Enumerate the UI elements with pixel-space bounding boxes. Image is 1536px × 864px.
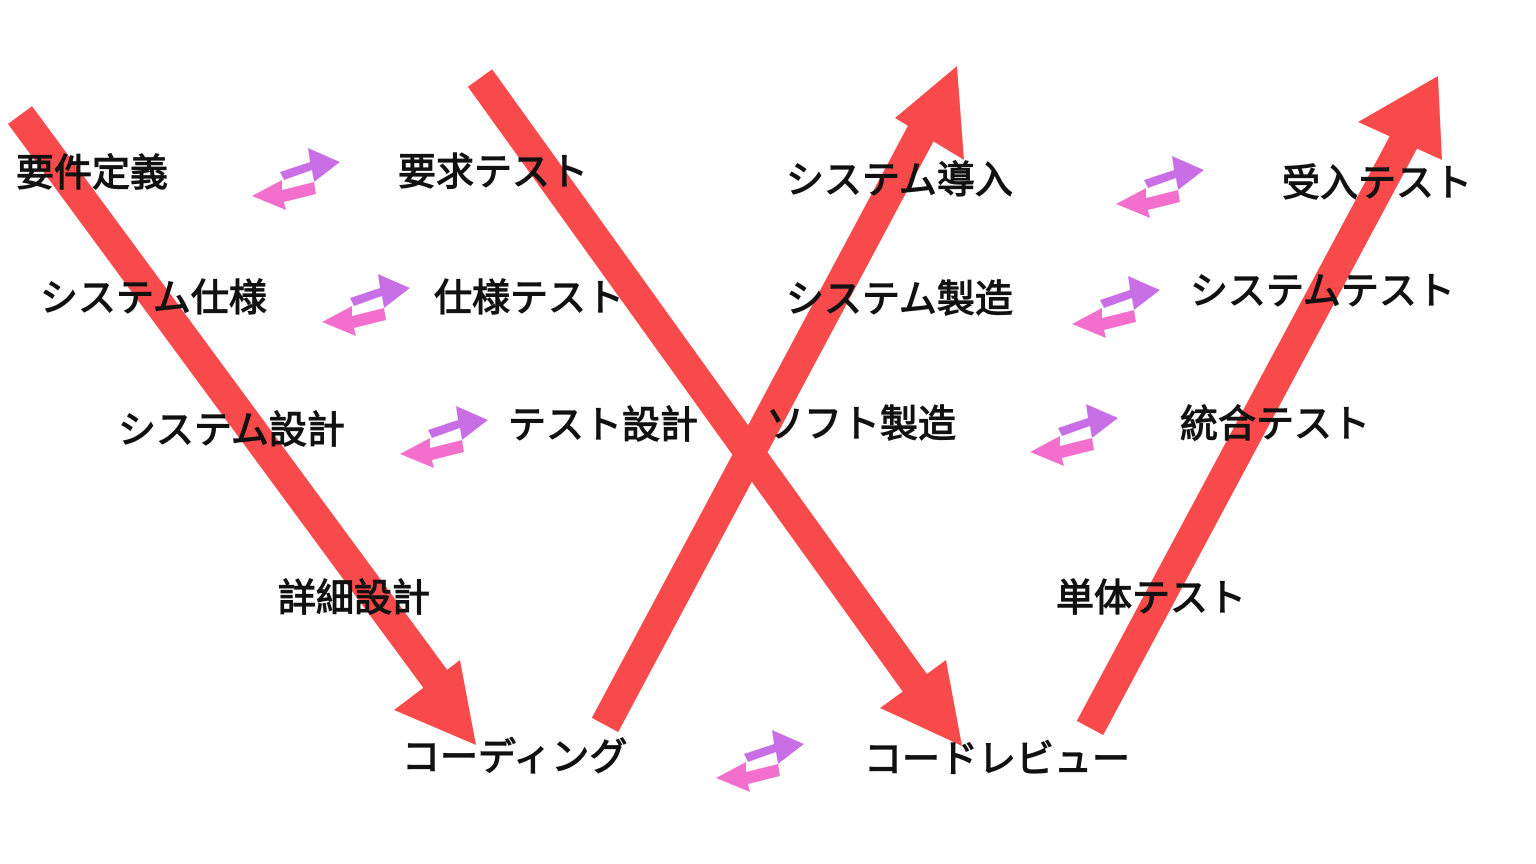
bidirectional-arrows-icon [1030, 404, 1118, 466]
bidirectional-arrows-icon [1072, 276, 1160, 338]
code-review-label: コードレビュー [864, 737, 1131, 781]
spec-test-label: 仕様テスト [434, 276, 625, 320]
acceptance-test-label: 受入テスト [1282, 161, 1473, 205]
flow-arrow-icon [591, 66, 964, 733]
bidirectional-arrows-icon [1116, 156, 1204, 218]
detailed-design-label: 詳細設計 [278, 576, 431, 620]
flow-arrow-icon [467, 69, 962, 746]
requirements-test-label: 要求テスト [398, 150, 589, 194]
system-introduction-label: システム導入 [786, 158, 1013, 202]
flow-arrow-icon [1076, 76, 1442, 736]
system-design-label: システム設計 [118, 408, 345, 452]
requirements-definition-label: 要件定義 [16, 151, 169, 195]
bidirectional-arrows-icon [252, 148, 340, 210]
bidirectional-arrows-icon [322, 274, 410, 336]
unit-test-label: 単体テスト [1056, 576, 1247, 620]
test-design-label: テスト設計 [508, 403, 699, 447]
bidirectional-arrows-icon [716, 730, 804, 792]
software-manufacturing-label: ソフト製造 [766, 402, 957, 446]
bidirectional-arrows-icon [400, 406, 488, 468]
coding-label: コーディング [402, 735, 628, 779]
flow-arrow-icon [7, 106, 476, 745]
system-manufacturing-label: システム製造 [786, 277, 1013, 321]
system-spec-label: システム仕様 [40, 276, 267, 320]
integration-test-label: 統合テスト [1180, 402, 1371, 446]
system-test-label: システムテスト [1190, 269, 1455, 313]
